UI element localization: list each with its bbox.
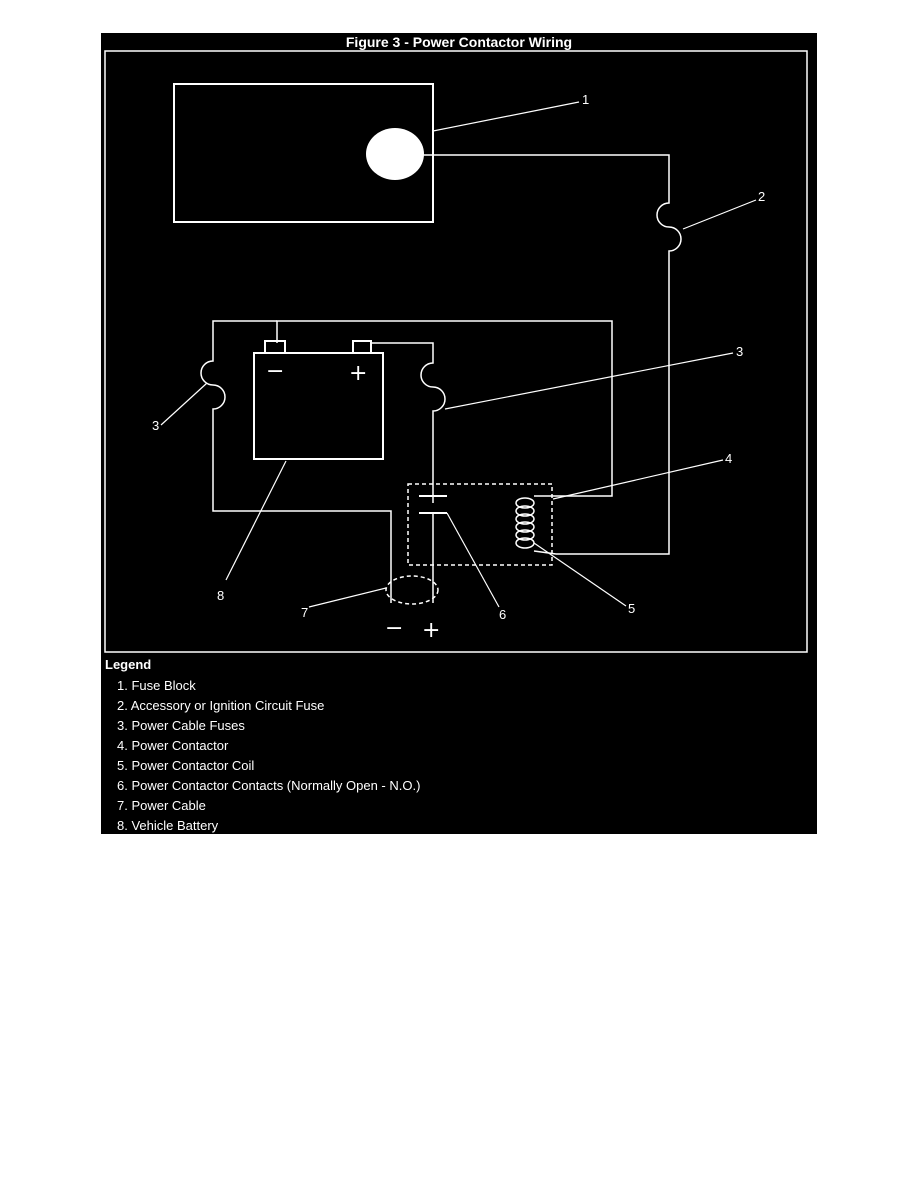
legend-item-fuse-block: 1. Fuse Block xyxy=(117,678,196,693)
vehicle-battery xyxy=(253,352,384,460)
power-cable-bundle xyxy=(385,575,439,605)
legend-item-power-cable: 7. Power Cable xyxy=(117,798,206,813)
callout-1: 1 xyxy=(582,92,589,107)
callout-5: 5 xyxy=(628,601,635,616)
callout-8: 8 xyxy=(217,588,224,603)
legend: Legend 1. Fuse Block 2. Accessory or Ign… xyxy=(105,656,420,836)
fuse-block-terminal xyxy=(366,128,424,180)
battery-negative-sign: − xyxy=(266,359,284,384)
cable-negative-sign: − xyxy=(385,616,403,641)
figure-title: Figure 3 - Power Contactor Wiring xyxy=(345,34,573,50)
callout-2: 2 xyxy=(758,189,765,204)
callout-3-left: 3 xyxy=(152,418,159,433)
legend-title: Legend xyxy=(105,657,152,672)
legend-item-contactor-contacts: 6. Power Contactor Contacts (Normally Op… xyxy=(117,778,421,793)
battery-positive-post xyxy=(352,340,372,354)
power-contactor xyxy=(407,483,553,566)
legend-item-contactor-coil: 5. Power Contactor Coil xyxy=(117,758,255,773)
leader-lines xyxy=(160,101,757,608)
callout-3-right: 3 xyxy=(736,344,743,359)
legend-list: 1. Fuse Block 2. Accessory or Ignition C… xyxy=(105,676,420,836)
callout-6: 6 xyxy=(499,607,506,622)
battery-positive-sign: + xyxy=(349,361,367,386)
legend-item-ignition-fuse: 2. Accessory or Ignition Circuit Fuse xyxy=(117,698,325,713)
callout-7: 7 xyxy=(301,605,308,620)
fuse-block xyxy=(173,83,434,223)
legend-item-cable-fuses: 3. Power Cable Fuses xyxy=(117,718,245,733)
wiring-diagram: − + − + xyxy=(104,50,808,653)
figure-panel: Figure 3 - Power Contactor Wiring − + xyxy=(101,33,817,834)
figure-frame xyxy=(104,50,808,653)
legend-item-vehicle-battery: 8. Vehicle Battery xyxy=(117,818,219,833)
ignition-fuse-wire xyxy=(423,154,682,555)
callout-4: 4 xyxy=(725,451,732,466)
positive-cable-wire xyxy=(371,342,446,503)
battery-negative-post xyxy=(264,340,286,354)
negative-cable-wire xyxy=(200,320,392,603)
coil-ground-wire xyxy=(276,320,613,497)
power-contactor-coil xyxy=(515,495,557,555)
cable-positive-sign: + xyxy=(422,618,440,643)
legend-item-power-contactor: 4. Power Contactor xyxy=(117,738,229,753)
